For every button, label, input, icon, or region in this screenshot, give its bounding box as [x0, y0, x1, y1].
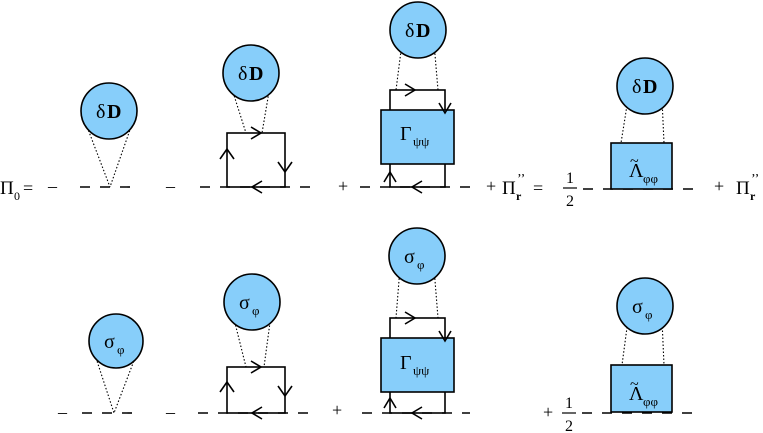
row1-sign-3: +: [338, 176, 348, 196]
pi-zero-subscript: 0: [14, 189, 20, 203]
arrow-left-icon: [250, 180, 263, 194]
arrow-up-icon: [383, 396, 397, 409]
arrow-left-icon: [410, 406, 423, 420]
tail-pi-prime: ’’: [751, 172, 759, 187]
arrow-left-icon: [410, 180, 423, 194]
pi-r-symbol: Π: [502, 178, 516, 199]
pi-zero-symbol: Π: [0, 178, 14, 199]
row2-diagram-3-gamma: σ φ Γ ψψ: [362, 227, 470, 420]
pi-r-subscript: r: [516, 189, 522, 203]
lambda-phi-phi-box: [610, 142, 673, 190]
blob-sigma: σ: [239, 292, 250, 314]
row2-diagram-2-loop: σ φ: [198, 273, 312, 420]
gamma-symbol: Γ: [400, 352, 412, 374]
lambda-symbol: Λ: [629, 160, 644, 182]
row1-sign-2: –: [165, 176, 176, 196]
lambda-tilde: ~: [630, 153, 639, 170]
arrow-right-icon: [404, 311, 417, 325]
lambda-subscript: φφ: [643, 171, 658, 186]
arrow-down-icon: [277, 161, 293, 174]
fraction-denominator: 2: [565, 418, 573, 433]
arrow-up-icon: [219, 147, 235, 160]
row1-diagram-2-loop: δ D: [200, 44, 310, 194]
arrow-right-icon: [250, 360, 263, 374]
row1-diagram-4-lambda: δ D ~ Λ φφ: [583, 57, 700, 190]
pi-r-prime: ’’: [517, 172, 525, 187]
arrow-right-icon: [404, 83, 417, 97]
gamma-subscript: ψψ: [413, 134, 429, 149]
blob-letter-d: D: [107, 101, 121, 123]
blob-delta: δ: [238, 63, 247, 85]
row2-equation: – σ φ – σ φ +: [57, 227, 702, 433]
row2-sign-3: +: [332, 400, 342, 420]
delta-d-blob: [80, 82, 138, 140]
arrow-left-icon: [250, 406, 263, 420]
fraction-denominator: 2: [566, 193, 574, 210]
gamma-psi-psi-box: [380, 337, 455, 393]
pi-r-equals: =: [533, 178, 543, 198]
gamma-psi-psi-box: [380, 109, 455, 165]
blob-sigma: σ: [104, 331, 115, 353]
blob-sigma-subscript: φ: [252, 303, 260, 318]
blob-sigma-subscript: φ: [117, 342, 125, 357]
row2-diagram-4-lambda: σ φ ~ Λ φφ: [582, 277, 702, 414]
fraction-numerator: 1: [566, 170, 574, 187]
blob-letter-d: D: [643, 76, 657, 98]
row1-diagram-1-tadpole: δ D: [80, 82, 140, 188]
blob-letter-d: D: [249, 63, 263, 85]
dotted-line: [85, 123, 111, 188]
fermion-loop: [226, 366, 286, 414]
blob-sigma-subscript: φ: [417, 257, 425, 272]
tail-pi-symbol: Π: [736, 178, 750, 199]
blob-letter-d: D: [416, 20, 430, 42]
row1-sign-4: +: [486, 176, 496, 196]
row2-sign-4: +: [543, 402, 553, 422]
arrow-down-icon: [277, 385, 293, 398]
row1-diagram-3-gamma: δ D Γ ψψ: [360, 1, 470, 194]
pi-zero-equals: =: [23, 178, 33, 198]
arrow-right-icon: [250, 126, 263, 140]
lambda-tilde: ~: [630, 376, 639, 393]
arrow-up-icon: [219, 380, 235, 393]
delta-d-blob: [616, 57, 674, 115]
row2-diagram-1-tadpole: σ φ: [82, 313, 144, 414]
sigma-phi-blob: [388, 227, 446, 285]
dotted-line: [95, 357, 115, 414]
tail-plus: +: [714, 176, 724, 196]
blob-delta: δ: [405, 20, 414, 42]
fermion-loop: [226, 132, 286, 188]
dotted-line: [113, 357, 136, 414]
lambda-subscript: φφ: [643, 394, 658, 409]
delta-d-blob: [222, 44, 280, 102]
blob-sigma: σ: [632, 296, 643, 318]
sigma-phi-blob: [616, 277, 674, 335]
arrow-down-icon: [438, 102, 452, 115]
gamma-symbol: Γ: [400, 123, 412, 145]
row1-sign-1: –: [47, 176, 58, 196]
sigma-phi-blob: [223, 273, 281, 331]
row2-sign-2: –: [165, 402, 176, 422]
arrow-down-icon: [438, 330, 452, 343]
blob-delta: δ: [632, 76, 641, 98]
lambda-phi-phi-box: [610, 364, 673, 413]
delta-d-blob: [389, 1, 447, 59]
row1-equation: Π 0 = – δ D – δ D +: [0, 1, 759, 210]
gamma-subscript: ψψ: [413, 363, 429, 378]
blob-sigma: σ: [404, 246, 415, 268]
row2-fraction-half: 1 2: [562, 395, 576, 433]
blob-sigma-subscript: φ: [645, 307, 653, 322]
fraction-numerator: 1: [565, 395, 573, 412]
sigma-phi-blob: [88, 313, 144, 369]
arrow-up-icon: [383, 170, 397, 183]
blob-delta: δ: [96, 101, 105, 123]
tail-pi-subscript: r: [750, 189, 756, 203]
lambda-symbol: Λ: [629, 383, 644, 405]
dotted-line: [109, 123, 133, 188]
row1-fraction-half: 1 2: [563, 170, 577, 210]
row2-sign-1: –: [57, 402, 68, 422]
